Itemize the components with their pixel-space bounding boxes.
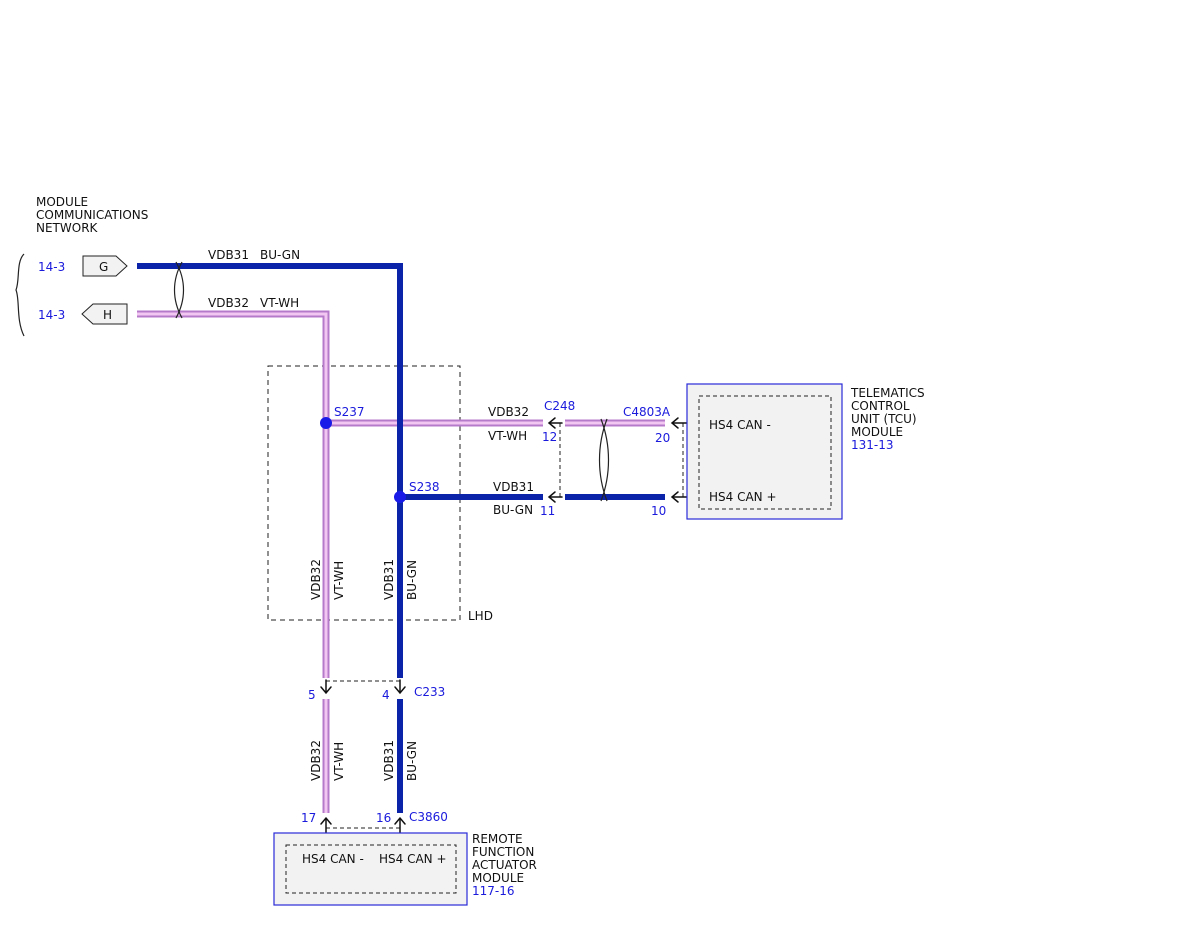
tcu-module-inner-box xyxy=(698,395,832,510)
splice-s238-dot[interactable] xyxy=(394,491,406,503)
vdb31-wire-group xyxy=(137,263,665,813)
rfa-module-box[interactable] xyxy=(273,832,468,906)
rfa-pin-hs4-can-minus: HS4 CAN - xyxy=(302,852,364,866)
bu-gn-label-c248: BU-GN xyxy=(493,503,533,517)
connector-c4803a-label[interactable]: C4803A xyxy=(623,405,671,419)
connector-h-shape[interactable] xyxy=(81,303,128,325)
c233-pin-5-arrow-icon xyxy=(320,679,332,695)
rfa-pin-hs4-can-plus: HS4 CAN + xyxy=(379,852,447,866)
splice-s237-dot[interactable] xyxy=(320,417,332,429)
vt-wh-label-vertical-lower: VT-WH xyxy=(332,742,346,781)
vdb32-label-top: VDB32 xyxy=(208,296,249,310)
vdb32-wire-network-to-c233 xyxy=(137,310,330,678)
bu-gn-label-vertical-upper: BU-GN xyxy=(405,560,419,600)
vt-wh-label-c248: VT-WH xyxy=(488,429,527,443)
lhd-label: LHD xyxy=(468,609,493,623)
vdb32-label-vertical-upper: VDB32 xyxy=(309,559,323,600)
tcu-name-line4: MODULE xyxy=(851,425,903,439)
lhd-zone-boundary xyxy=(267,365,461,621)
network-ref-h[interactable]: 14-3 xyxy=(38,308,65,322)
network-title-line2: COMMUNICATIONS xyxy=(36,208,148,222)
rfa-module-inner-box xyxy=(285,844,457,894)
vt-wh-label-vertical-upper: VT-WH xyxy=(332,561,346,600)
twisted-pair-symbol-network xyxy=(173,261,185,319)
c248-pin-12-arrow-icon xyxy=(547,417,563,429)
connector-g-shape[interactable] xyxy=(82,255,128,277)
vdb31-label-vertical-upper: VDB31 xyxy=(382,559,396,600)
c4803a-pin-20: 20 xyxy=(655,431,670,445)
tcu-ref-link[interactable]: 131-13 xyxy=(851,438,894,452)
bu-gn-label-vertical-lower: BU-GN xyxy=(405,741,419,781)
connector-c248-label[interactable]: C248 xyxy=(544,399,575,413)
tcu-name-line3: UNIT (TCU) xyxy=(851,412,917,426)
splice-s237-label[interactable]: S237 xyxy=(334,405,365,419)
vdb32-label-c248: VDB32 xyxy=(488,405,529,419)
tcu-pin-hs4-can-minus: HS4 CAN - xyxy=(709,418,771,432)
vdb32-label-vertical-lower: VDB32 xyxy=(309,740,323,781)
c233-pin-4: 4 xyxy=(382,688,390,702)
splice-s238-label[interactable]: S238 xyxy=(409,480,440,494)
c4803a-pin-10: 10 xyxy=(651,504,666,518)
vdb31-label-c248: VDB31 xyxy=(493,480,534,494)
vdb32-wire-group xyxy=(137,310,665,813)
rfa-name-line2: FUNCTION xyxy=(472,845,534,859)
rfa-ref-link[interactable]: 117-16 xyxy=(472,884,515,898)
connector-c3860-label[interactable]: C3860 xyxy=(409,810,448,824)
network-title-line1: MODULE xyxy=(36,195,88,209)
c3860-pin-16: 16 xyxy=(376,811,391,825)
bu-gn-label-top: BU-GN xyxy=(260,248,300,262)
tcu-name-line1: TELEMATICS xyxy=(850,386,925,400)
connector-g-label: G xyxy=(99,260,108,274)
rfa-name-line4: MODULE xyxy=(472,871,524,885)
tcu-pin-hs4-can-plus: HS4 CAN + xyxy=(709,490,777,504)
tcu-name-line2: CONTROL xyxy=(851,399,910,413)
twisted-pair-symbol-tcu xyxy=(598,418,610,502)
vdb31-label-top: VDB31 xyxy=(208,248,249,262)
rfa-name-line3: ACTUATOR xyxy=(472,858,537,872)
connector-h-label: H xyxy=(103,308,112,322)
vdb31-wire-network-to-c233 xyxy=(137,263,403,678)
rfa-name-line1: REMOTE xyxy=(472,832,523,846)
vdb31-label-vertical-lower: VDB31 xyxy=(382,740,396,781)
c248-pin-11: 11 xyxy=(540,504,555,518)
connector-c233-label[interactable]: C233 xyxy=(414,685,445,699)
c233-pin-5: 5 xyxy=(308,688,316,702)
c233-pin-4-arrow-icon xyxy=(394,679,406,695)
c3860-pin-17: 17 xyxy=(301,811,316,825)
network-ref-g[interactable]: 14-3 xyxy=(38,260,65,274)
network-title-line3: NETWORK xyxy=(36,221,99,235)
vt-wh-label-top: VT-WH xyxy=(260,296,299,310)
network-bracket xyxy=(15,253,25,337)
c248-pin-11-arrow-icon xyxy=(547,491,563,503)
tcu-module-box[interactable] xyxy=(686,383,843,520)
c248-pin-12: 12 xyxy=(542,430,557,444)
